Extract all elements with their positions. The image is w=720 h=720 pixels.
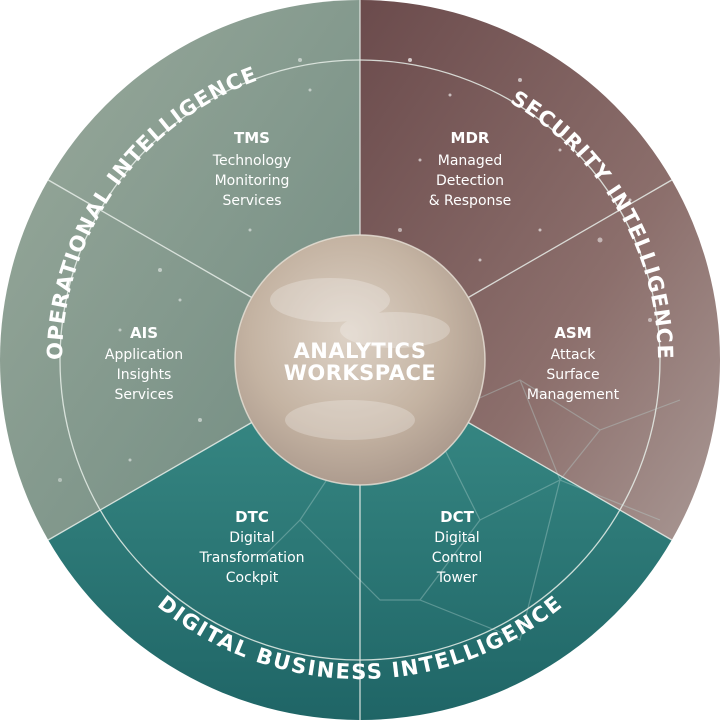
segment-dct-line: Tower [436, 570, 478, 586]
segment-dct: DCT Digital Control Tower [432, 508, 483, 586]
segment-dtc-code: DTC [235, 508, 269, 526]
segment-tms-line: Services [222, 193, 281, 209]
segment-mdr-line: & Response [429, 193, 512, 209]
center-cloud [270, 278, 450, 440]
segment-dtc: DTC Digital Transformation Cockpit [198, 508, 304, 586]
segment-dtc-line: Cockpit [226, 570, 279, 586]
segment-tms-code: TMS [234, 129, 270, 147]
segment-mdr: MDR Managed Detection & Response [429, 129, 512, 209]
segment-tms-line: Monitoring [215, 173, 290, 189]
segment-asm-line: Management [527, 387, 620, 403]
segment-tms: TMS Technology Monitoring Services [212, 129, 291, 209]
segment-dct-line: Control [432, 550, 483, 566]
segment-ais-code: AIS [130, 324, 158, 342]
segment-dtc-line: Digital [229, 530, 274, 546]
center-title-line1: ANALYTICS [294, 339, 427, 363]
segment-mdr-code: MDR [451, 129, 490, 147]
segment-asm-line: Attack [551, 347, 597, 363]
segment-dct-line: Digital [434, 530, 479, 546]
segment-dtc-line: Transformation [198, 550, 304, 566]
segment-asm-code: ASM [554, 324, 591, 342]
segment-asm: ASM Attack Surface Management [527, 324, 620, 403]
center-hub-outline [234, 234, 486, 486]
segment-ais-line: Application [105, 347, 183, 363]
center-title-line2: WORKSPACE [284, 361, 437, 385]
segment-ais-line: Services [114, 387, 173, 403]
segment-dividers [47, 0, 673, 720]
segment-tms-line: Technology [212, 153, 291, 169]
segment-dct-code: DCT [440, 508, 474, 526]
segment-mdr-line: Detection [436, 173, 504, 189]
segment-mdr-line: Managed [438, 153, 503, 169]
particle-field [58, 58, 652, 482]
center-hub [235, 235, 485, 485]
segment-ais-line: Insights [117, 367, 172, 383]
segment-asm-line: Surface [546, 367, 599, 383]
segment-ais: AIS Application Insights Services [105, 324, 183, 403]
